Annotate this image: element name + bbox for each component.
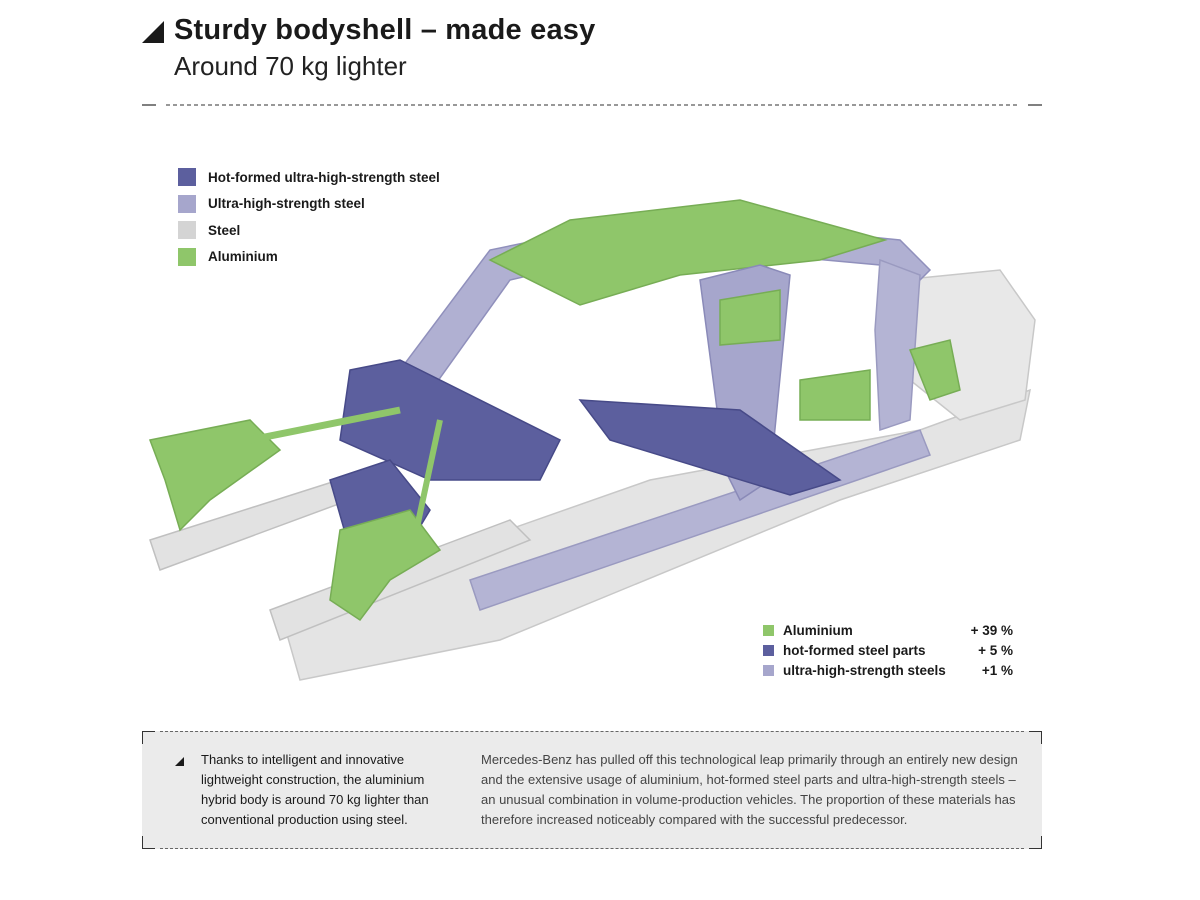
legend-swatch <box>178 247 196 266</box>
bodyshell-illustration <box>148 199 1036 681</box>
legend-label: Ultra-high-strength steel <box>208 196 365 212</box>
info-triangle-icon <box>175 757 184 766</box>
stat-row-hot-formed: hot-formed steel parts + 5 % <box>763 640 1013 660</box>
info-box: Thanks to intelligent and innovative lig… <box>142 731 1042 849</box>
legend-swatch <box>178 221 196 240</box>
legend-label: Hot-formed ultra-high-strength steel <box>208 169 440 185</box>
material-stats: Aluminium + 39 % hot-formed steel parts … <box>763 620 1013 680</box>
stat-value: + 39 % <box>970 622 1013 638</box>
legend-swatch <box>178 194 196 213</box>
stat-label: hot-formed steel parts <box>783 642 926 658</box>
corner-mark <box>142 731 155 744</box>
legend-item-ultra-high-strength: Ultra-high-strength steel <box>178 191 440 218</box>
front-aluminium-left <box>148 419 282 532</box>
page-title: Sturdy bodyshell – made easy <box>174 14 596 46</box>
stat-label: ultra-high-strength steels <box>783 662 946 678</box>
corner-mark <box>1029 836 1042 849</box>
stat-row-aluminium: Aluminium + 39 % <box>763 620 1013 640</box>
strut-brace <box>249 406 401 444</box>
strut-brace-diag <box>407 419 443 561</box>
stat-swatch <box>763 624 774 636</box>
legend-item-hot-formed: Hot-formed ultra-high-strength steel <box>178 164 440 191</box>
stat-swatch <box>763 664 774 676</box>
stat-value: + 5 % <box>978 642 1013 658</box>
legend-item-steel: Steel <box>178 217 440 244</box>
c-pillar <box>874 258 921 432</box>
info-summary-text: Thanks to intelligent and innovative lig… <box>201 752 429 827</box>
rear-aluminium-panel <box>799 369 871 421</box>
header-divider <box>142 104 1042 106</box>
legend-swatch <box>178 168 196 187</box>
stat-row-ultra-high-strength: ultra-high-strength steels +1 % <box>763 660 1013 680</box>
floor-crossmember <box>578 399 842 496</box>
page-subtitle: Around 70 kg lighter <box>174 51 407 81</box>
stat-value: +1 % <box>981 662 1013 678</box>
firewall <box>339 359 562 481</box>
info-dashed-bottom <box>160 848 1024 849</box>
info-dashed-top <box>160 731 1024 732</box>
roof-panel <box>488 199 888 306</box>
legend-label: Steel <box>208 222 241 238</box>
material-legend: Hot-formed ultra-high-strength steel Ult… <box>178 164 440 270</box>
legend-item-aluminium: Aluminium <box>178 244 440 271</box>
corner-mark <box>1029 731 1042 744</box>
stat-swatch <box>763 644 774 656</box>
legend-label: Aluminium <box>208 249 278 265</box>
title-triangle-icon <box>142 20 164 43</box>
rear-aluminium-wheelhouse <box>908 339 961 401</box>
rear-structure <box>899 269 1036 421</box>
stat-label: Aluminium <box>783 622 853 638</box>
rear-aluminium-shelf <box>719 289 781 346</box>
title-row: Sturdy bodyshell – made easy <box>142 14 595 47</box>
corner-mark <box>142 836 155 849</box>
header: Sturdy bodyshell – made easy Around 70 k… <box>142 14 595 82</box>
info-detail-text: Mercedes-Benz has pulled off this techno… <box>481 752 1018 827</box>
